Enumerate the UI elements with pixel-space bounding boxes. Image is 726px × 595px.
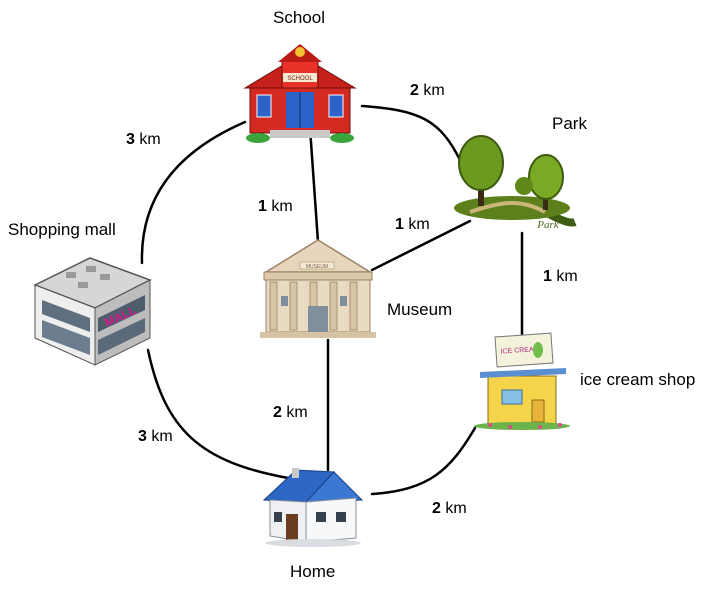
distance-museum-home: 2 km — [273, 404, 308, 421]
school-building-icon: SCHOOL — [243, 44, 357, 143]
route-school-mall — [140, 120, 247, 265]
museum-building-icon: MUSEUM — [260, 239, 376, 338]
shopping-mall-label: Shopping mall — [8, 220, 116, 239]
route-mall-home — [146, 348, 290, 480]
distance-mall-home: 3 km — [138, 428, 173, 445]
park-label: Park — [552, 114, 587, 133]
park-sign-text: Park — [536, 219, 560, 231]
museum-sign-text: MUSEUM — [306, 264, 328, 270]
ice-cream-shop-icon: ICE CREAM — [474, 332, 570, 430]
route-school-park — [360, 104, 462, 162]
home-label: Home — [290, 562, 336, 581]
park-trees-icon: Park — [454, 135, 577, 231]
route-park-museum — [370, 219, 472, 272]
mall-building-icon: MALL — [33, 257, 152, 366]
route-icecream-home — [370, 426, 477, 496]
school-sign-text: SCHOOL — [287, 76, 313, 82]
distance-school-mall: 3 km — [126, 131, 161, 148]
distance-park-museum: 1 km — [395, 216, 430, 233]
route-school-museum — [308, 126, 320, 244]
distance-school-museum: 1 km — [258, 198, 293, 215]
distance-park-icecream: 1 km — [543, 268, 578, 285]
distance-icecream-home: 2 km — [432, 500, 467, 517]
school-label: School — [273, 8, 325, 27]
ice-sign-text: ICE CREAM — [500, 346, 539, 356]
distance-school-park: 2 km — [410, 82, 445, 99]
museum-label: Museum — [387, 300, 453, 319]
home-house-icon — [262, 468, 364, 547]
ice-cream-shop-label: ice cream shop — [580, 370, 696, 389]
